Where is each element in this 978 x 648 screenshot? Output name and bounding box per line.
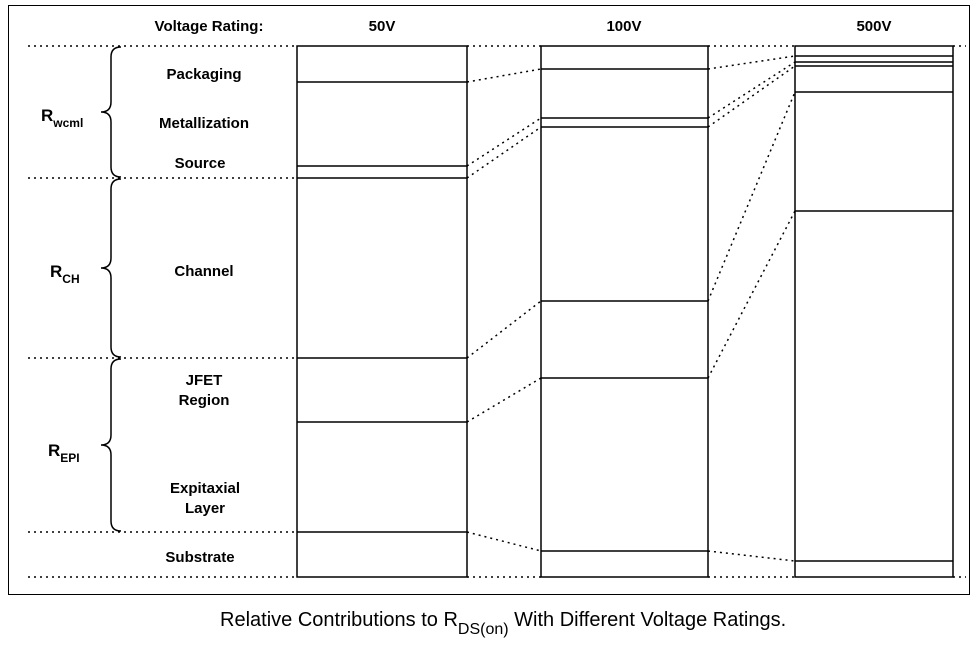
column-header-50v: 50V: [369, 18, 396, 35]
group-rwcml-symbol: R: [41, 106, 53, 125]
connectors-100-500: [707, 55, 796, 562]
label-substrate: Substrate: [165, 549, 234, 566]
column-header-500v: 500V: [856, 18, 891, 35]
caption-subscript: DS(on): [458, 621, 509, 638]
label-packaging: Packaging: [166, 66, 241, 83]
label-epi-line2: Layer: [185, 500, 225, 517]
guide-lines: [28, 45, 966, 578]
bar-100v: [540, 45, 709, 578]
label-source: Source: [175, 155, 226, 172]
column-header-100v: 100V: [606, 18, 641, 35]
group-rch-symbol: R: [50, 262, 62, 281]
group-rch: RCH: [50, 262, 80, 286]
caption-before: Relative Contributions to R: [220, 609, 458, 631]
column-100v: [540, 45, 709, 578]
group-repi-symbol: R: [48, 441, 60, 460]
group-repi: REPI: [48, 441, 80, 465]
caption: Relative Contributions to RDS(on) With D…: [220, 609, 786, 638]
brace-ch: [100, 178, 122, 358]
bar-50v: [296, 45, 468, 578]
connectors-50-100: [466, 68, 542, 552]
brace-epi: [100, 358, 122, 532]
label-jfet-line2: Region: [179, 392, 230, 409]
group-rwcml: Rwcml: [41, 106, 83, 130]
column-500v: [794, 45, 954, 578]
label-channel: Channel: [174, 263, 233, 280]
label-jfet-line1: JFET: [186, 372, 223, 389]
bar-500v: [794, 45, 954, 578]
group-repi-subscript: EPI: [60, 451, 79, 465]
caption-after: With Different Voltage Ratings.: [509, 609, 787, 631]
voltage-rating-label: Voltage Rating:: [155, 18, 264, 35]
group-rwcml-subscript: wcml: [52, 116, 83, 130]
column-50v: [296, 45, 468, 578]
brace-wcml: [100, 46, 122, 178]
diagram-frame: [8, 5, 970, 595]
group-rch-subscript: CH: [62, 272, 79, 286]
label-metallization: Metallization: [159, 115, 249, 132]
label-epi-line1: Expitaxial: [170, 480, 240, 497]
